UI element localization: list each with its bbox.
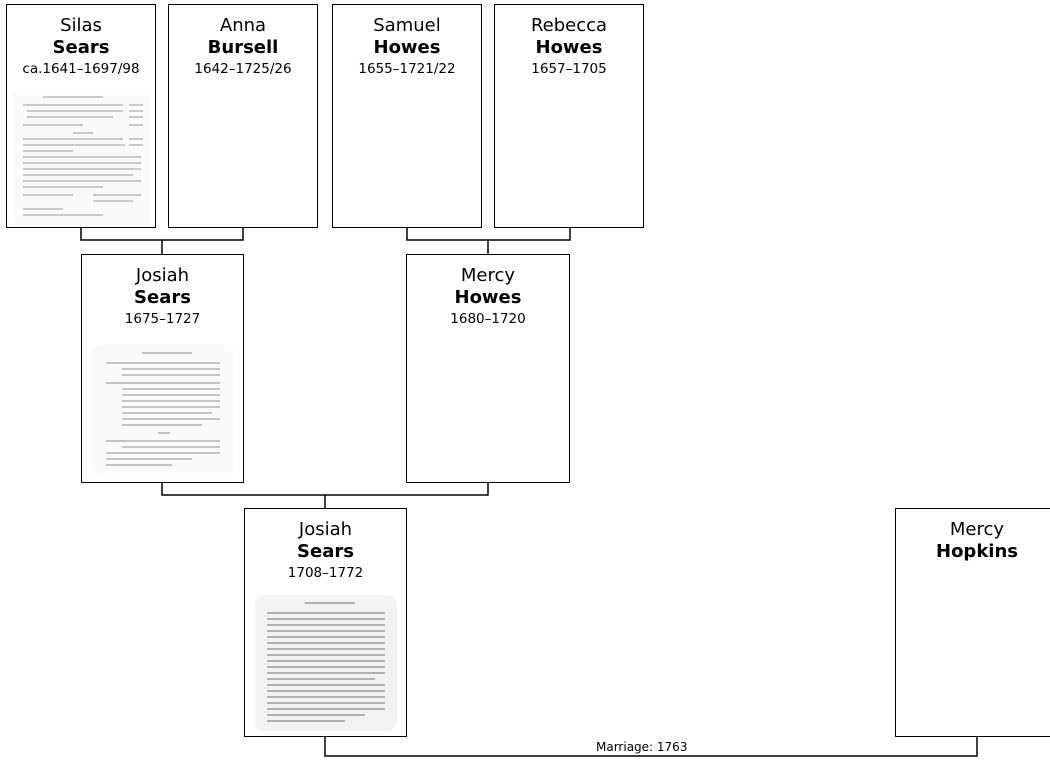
surname: Sears [297,541,354,562]
surname: Howes [373,37,441,58]
surname: Sears [134,287,191,308]
given-name: Josiah [298,519,353,540]
given-name: Silas [60,15,102,36]
given-name: Anna [219,15,267,36]
life-dates: 1680–1720 [450,311,526,327]
life-dates: ca.1641–1697/98 [22,61,140,77]
connector-samuel-rebecca [406,228,571,241]
document-thumbnail[interactable] [13,91,151,223]
person-card-josiah-sears-1708[interactable]: Josiah Sears 1708–1772 [244,508,407,737]
given-name: Rebecca [530,15,608,36]
person-card-josiah-sears-1675[interactable]: Josiah Sears 1675–1727 [81,254,244,483]
life-dates: 1708–1772 [287,565,364,581]
connector-silas-anna [80,228,244,241]
person-card-rebecca-howes[interactable]: Rebecca Howes 1657–1705 [494,4,644,228]
connector-josiah-mercy [161,483,489,496]
surname: Sears [52,37,110,58]
given-name: Josiah [135,265,190,286]
given-name: Mercy [460,265,516,286]
person-card-mercy-hopkins[interactable]: Mercy Hopkins [895,508,1050,737]
document-thumbnail[interactable] [255,595,397,731]
person-card-silas-sears[interactable]: Silas Sears ca.1641–1697/98 [6,4,156,228]
life-dates: 1657–1705 [531,61,607,77]
surname: Howes [535,37,603,58]
person-card-samuel-howes[interactable]: Samuel Howes 1655–1721/22 [332,4,482,228]
person-card-anna-bursell[interactable]: Anna Bursell 1642–1725/26 [168,4,318,228]
document-thumbnail[interactable] [92,345,234,475]
surname: Howes [454,287,522,308]
marriage-line [324,737,978,757]
given-name: Mercy [949,519,1005,540]
life-dates: 1655–1721/22 [358,61,456,77]
given-name: Samuel [373,15,441,36]
person-card-mercy-howes[interactable]: Mercy Howes 1680–1720 [406,254,570,483]
surname: Bursell [207,37,279,58]
life-dates: 1642–1725/26 [194,61,292,77]
life-dates: 1675–1727 [124,311,201,327]
marriage-label: Marriage: 1763 [596,740,688,754]
surname: Hopkins [936,541,1018,562]
